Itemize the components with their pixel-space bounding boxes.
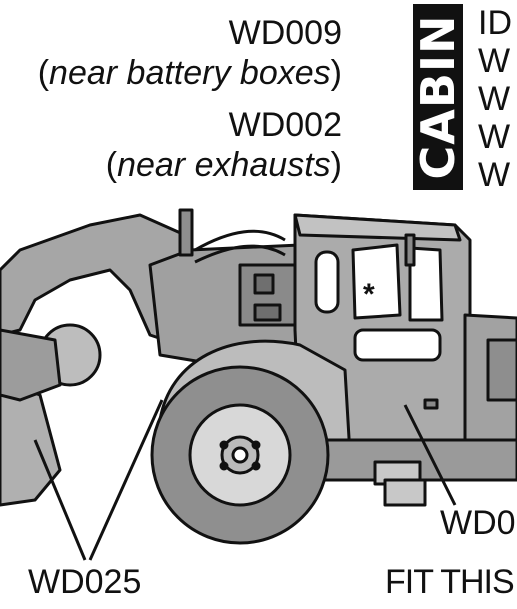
leader-wd025-right <box>88 399 164 561</box>
exhaust-stack <box>178 208 194 257</box>
front-bucket <box>0 328 62 402</box>
label-wd002-note-text: near exhausts <box>117 146 331 184</box>
asterisk-marker: * <box>363 278 375 311</box>
label-wd002: WD002 <box>228 106 342 144</box>
label-wd002-note: (near exhausts) <box>105 146 342 184</box>
label-wd009-note-text: near battery boxes <box>49 54 331 92</box>
leader-lines <box>33 399 457 561</box>
step-lower <box>383 478 427 507</box>
label-wd-partial: WD0 <box>440 504 516 542</box>
cab-roof <box>293 213 462 242</box>
cabin-line-1: ID <box>478 4 512 42</box>
label-fit-this: FIT THIS <box>385 563 515 601</box>
hydraulic-lines <box>194 229 286 252</box>
cabin-line-2: W <box>478 42 511 80</box>
label-wd025: WD025 <box>28 563 142 601</box>
leader-wd-partial <box>403 404 457 506</box>
cabin-line-3: W <box>478 80 511 118</box>
label-wd009: WD009 <box>228 14 342 52</box>
cabin-line-4: W <box>478 118 511 156</box>
mirror-post <box>404 233 416 267</box>
cabin-heading: CABIN <box>413 14 463 180</box>
cab-window-small <box>314 250 340 314</box>
cab-lower-window <box>353 328 442 362</box>
wheel-cap <box>231 446 249 464</box>
cabin-line-5: W <box>478 156 511 194</box>
cab-door-handle <box>423 398 439 410</box>
cab-window-door <box>351 243 402 320</box>
cab-window-right <box>408 246 444 322</box>
leader-wd025-left <box>33 439 87 561</box>
label-wd009-note: (near battery boxes) <box>37 54 342 92</box>
cabin-heading-box: CABIN <box>413 4 463 190</box>
